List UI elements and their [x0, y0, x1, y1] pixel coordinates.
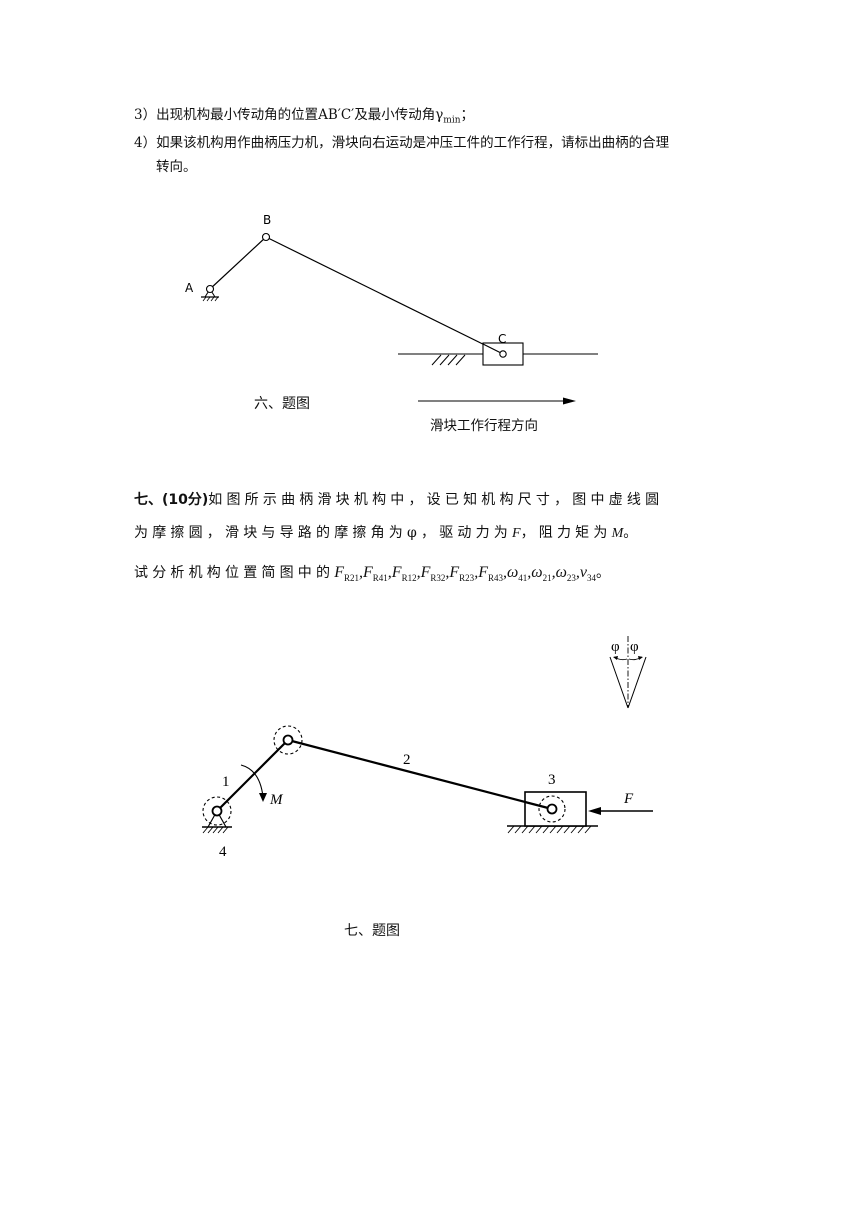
q7-symbol-list: FR21,FR41,FR12,FR32,FR23,FR43,ω41,ω21,ω2… — [334, 564, 596, 584]
q7-line2-M: M — [611, 526, 624, 541]
symbol-separator: , — [359, 564, 363, 581]
symbol-separator: , — [502, 564, 507, 581]
label-c: C — [498, 332, 506, 346]
moment-arrow — [240, 764, 264, 798]
guide-hatching — [431, 354, 466, 366]
symbol-FR41: FR41 — [363, 564, 388, 584]
q6-item3: 3）出现机构最小传动角的位置AB′C′及最小传动角γmin； — [134, 103, 474, 126]
symbol-v34: v34 — [579, 564, 596, 584]
label-force-f: F — [623, 791, 634, 807]
symbol-ω23: ω23 — [555, 564, 576, 584]
figure-7-caption: 七、题图 — [344, 923, 400, 939]
label-link-1: 1 — [222, 774, 230, 790]
label-b: B — [263, 213, 271, 227]
symbol-FR32: FR32 — [420, 564, 446, 584]
symbol-FR23: FR23 — [449, 564, 475, 584]
q7-line3: 试分析机构位置简图中的FR21,FR41,FR12,FR32,FR23,FR43… — [134, 562, 614, 583]
q6-item3-sub: min — [443, 115, 461, 126]
q7-line3-end: 。 — [595, 565, 615, 581]
symbol-separator: , — [527, 564, 532, 581]
symbol-separator: , — [474, 564, 479, 581]
q7-heading: 七、(10分) — [134, 492, 209, 508]
symbol-FR43: FR43 — [478, 564, 503, 584]
q6-item3-text: 3）出现机构最小传动角的位置AB′C′及最小传动角γ — [134, 107, 444, 123]
joint-21 — [282, 734, 294, 746]
q6-item4-line1: 4）如果该机构用作曲柄压力机，滑块向右运动是冲压工件的工作行程，请标出曲柄的合理 — [134, 135, 670, 151]
force-f-arrowhead — [588, 807, 601, 815]
symbol-separator: , — [416, 564, 421, 581]
work-stroke-arrowhead — [563, 397, 576, 405]
symbol-FR12: FR12 — [391, 564, 417, 584]
work-stroke-label: 滑块工作行程方向 — [430, 418, 538, 434]
joint-a — [205, 284, 215, 294]
label-link-2: 2 — [403, 752, 411, 768]
q7-line2: 为摩擦圆，滑块与导路的摩擦角为φ，驱动力为F，阻力矩为M。 — [134, 522, 641, 542]
symbol-FR21: FR21 — [334, 564, 359, 584]
symbol-separator: , — [551, 564, 556, 581]
friction-circle-23 — [538, 795, 566, 823]
q7-line1-text: 如图所示曲柄滑块机构中，设已知机构尺寸，图中虚线圆 — [208, 492, 664, 508]
label-moment-m: M — [269, 792, 284, 808]
link-1 — [216, 739, 289, 812]
symbol-separator: , — [387, 564, 392, 581]
figure-6-caption: 六、题图 — [254, 396, 310, 412]
symbol-ω21: ω21 — [531, 564, 552, 584]
joint-c — [499, 350, 507, 358]
q7-line2-c: 。 — [623, 525, 642, 541]
phi-right-label: φ — [630, 639, 639, 655]
friction-circle-41 — [202, 796, 232, 826]
label-link-3: 3 — [548, 772, 556, 788]
crank-ab — [209, 236, 267, 290]
link-2 — [287, 738, 553, 811]
q6-item4-line2: 转向。 — [156, 159, 197, 175]
symbol-ω41: ω41 — [506, 564, 528, 584]
q7-line1: 七、(10分)如图所示曲柄滑块机构中，设已知机构尺寸，图中虚线圆 — [134, 489, 663, 509]
joint-41 — [211, 805, 223, 817]
q7-line2-b: ，阻力矩为 — [520, 525, 612, 541]
joint-b — [261, 232, 271, 242]
guide-hatching-7 — [507, 825, 592, 834]
coupler-bc — [265, 236, 504, 355]
friction-angle-cone — [609, 636, 647, 709]
symbol-separator: , — [445, 564, 450, 581]
q6-item3-end: ； — [460, 107, 475, 123]
moment-arrowhead — [259, 793, 267, 802]
joint-23 — [546, 803, 558, 815]
q7-line3-a: 试分析机构位置简图中的 — [134, 565, 335, 581]
phi-left-label: φ — [611, 639, 620, 655]
friction-circle-21 — [273, 725, 303, 755]
symbol-separator: , — [575, 564, 580, 581]
label-link-4: 4 — [219, 844, 227, 860]
q7-line2-F: F — [512, 526, 521, 541]
q7-line2-a: 为摩擦圆，滑块与导路的摩擦角为φ，驱动力为 — [134, 525, 513, 541]
label-a: A — [185, 281, 194, 295]
